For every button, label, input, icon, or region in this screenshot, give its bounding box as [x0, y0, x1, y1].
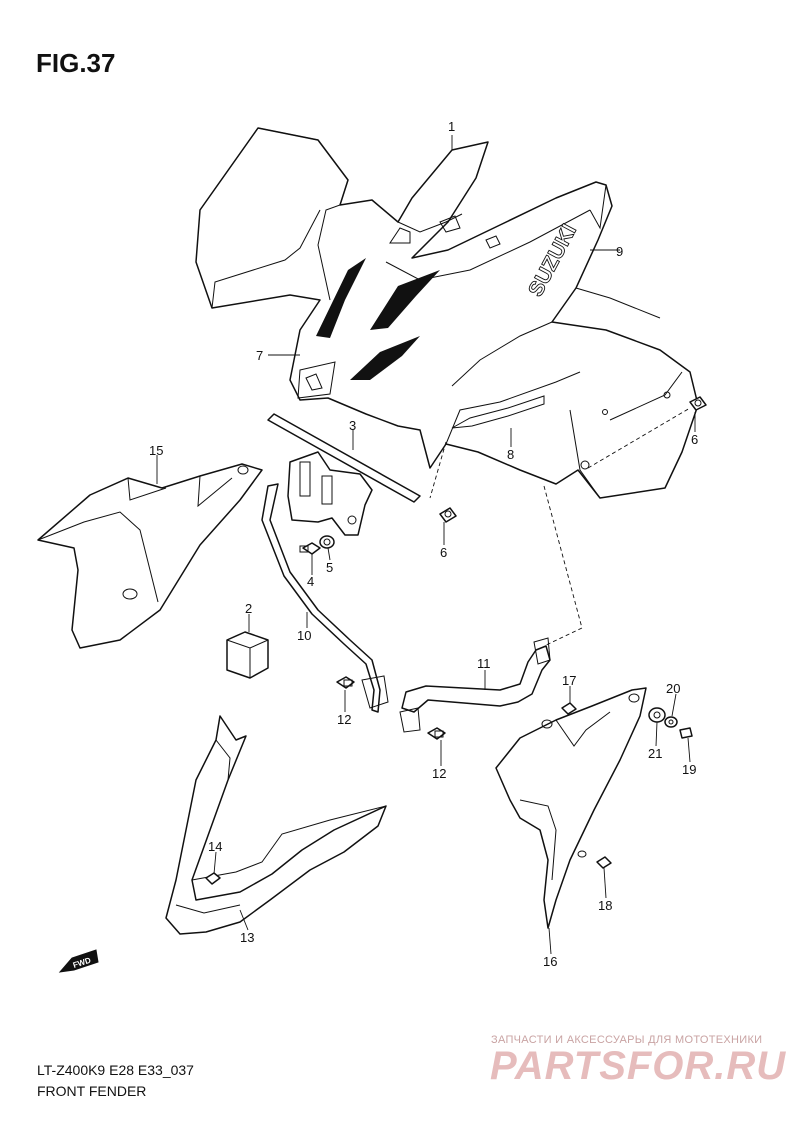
- callout-20: 20: [666, 681, 680, 696]
- watermark-tagline: ЗАПЧАСТИ И АКСЕССУАРЫ ДЛЯ МОТОТЕХНИКИ: [491, 1034, 763, 1046]
- callout-14: 14: [208, 839, 222, 854]
- side-cover-right-part[interactable]: [495, 687, 647, 929]
- callout-10: 10: [297, 628, 311, 643]
- front-fender-part[interactable]: [195, 127, 699, 499]
- figure-title: FIG.37: [36, 48, 116, 78]
- screw-6b[interactable]: [689, 396, 707, 411]
- callout-12b: 12: [432, 766, 446, 781]
- leader-lines: [156, 135, 696, 955]
- fwd-arrow-icon: FWD: [58, 949, 99, 973]
- washer-20[interactable]: [664, 716, 678, 728]
- bolt-12b[interactable]: [427, 727, 446, 740]
- callout-17: 17: [562, 673, 576, 688]
- model-code: LT-Z400K9 E28 E33_037: [37, 1062, 194, 1078]
- callout-15: 15: [149, 443, 163, 458]
- callout-7: 7: [256, 348, 263, 363]
- screw-6a[interactable]: [439, 507, 457, 523]
- callout-1: 1: [448, 119, 455, 134]
- diagram-name: FRONT FENDER: [37, 1083, 147, 1099]
- callout-21: 21: [648, 746, 662, 761]
- screw-17[interactable]: [561, 702, 577, 715]
- callout-18: 18: [598, 898, 612, 913]
- callout-13: 13: [240, 930, 254, 945]
- callout-9: 9: [616, 244, 623, 259]
- callout-5: 5: [326, 560, 333, 575]
- bracket-part[interactable]: [267, 413, 421, 536]
- mount-bar-part[interactable]: [399, 637, 551, 733]
- bolt-12a[interactable]: [336, 676, 355, 689]
- bolt-4[interactable]: [299, 542, 321, 555]
- callout-3: 3: [349, 418, 356, 433]
- watermark-brand: PARTSFOR.RU: [490, 1044, 787, 1088]
- callout-6a: 6: [691, 432, 698, 447]
- collar-5[interactable]: [319, 535, 335, 549]
- callout-11: 11: [477, 656, 491, 671]
- callout-2: 2: [245, 601, 252, 616]
- side-cover-left-part[interactable]: [37, 463, 263, 649]
- callout-8: 8: [507, 447, 514, 462]
- cushion-part[interactable]: [226, 631, 269, 679]
- screw-19[interactable]: [679, 727, 693, 739]
- screw-18[interactable]: [596, 856, 612, 869]
- callout-12a: 12: [337, 712, 351, 727]
- callout-6b: 6: [440, 545, 447, 560]
- callout-16: 16: [543, 954, 557, 969]
- callout-19: 19: [682, 762, 696, 777]
- screw-14[interactable]: [205, 872, 221, 885]
- callout-4: 4: [307, 574, 314, 589]
- grommet-21[interactable]: [648, 707, 666, 723]
- stay-rod-part[interactable]: [261, 483, 389, 713]
- lower-cover-part[interactable]: [165, 715, 387, 935]
